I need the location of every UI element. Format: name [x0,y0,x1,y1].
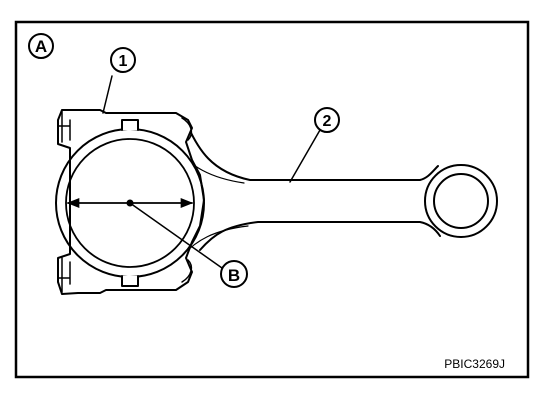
callout-b-label: B [228,266,240,285]
leader-line-1 [102,75,113,114]
leader-line-b [129,202,223,269]
small-end [424,164,498,238]
callout-2: 2 [314,107,340,133]
panel-label-text: A [35,37,47,56]
callout-b: B [220,260,248,288]
callout-1-label: 1 [119,53,128,70]
panel-label-a: A [28,33,54,59]
leader-line-2 [289,129,321,183]
figure-code: PBIC3269J [444,357,505,371]
callout-1: 1 [110,47,136,73]
callout-2-label: 2 [323,113,332,130]
